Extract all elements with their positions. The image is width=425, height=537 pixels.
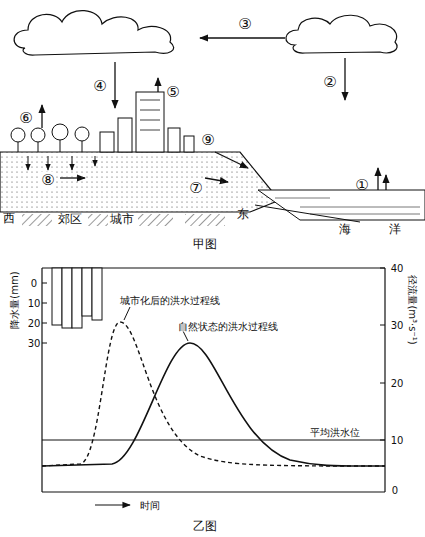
tick-label: 0 bbox=[31, 278, 37, 289]
tick bbox=[42, 343, 47, 344]
tick bbox=[380, 268, 385, 269]
time-arrow bbox=[95, 504, 130, 505]
window-line bbox=[140, 120, 160, 121]
callout-number: ① bbox=[355, 177, 368, 194]
natural-flood-curve bbox=[42, 343, 385, 466]
infiltration bbox=[72, 156, 73, 170]
arrow-2 bbox=[344, 58, 345, 100]
precip-bar bbox=[52, 268, 62, 325]
tick-label: 20 bbox=[391, 378, 404, 389]
building bbox=[118, 118, 132, 152]
tree-crown bbox=[52, 124, 68, 140]
bedrock-blocks bbox=[22, 214, 225, 226]
precip-bar bbox=[92, 268, 102, 320]
wave bbox=[310, 214, 420, 215]
left-axis bbox=[41, 268, 42, 492]
tick-label: 20 bbox=[28, 318, 41, 329]
cloud-left bbox=[14, 11, 174, 56]
tick-label: 10 bbox=[28, 298, 41, 309]
building bbox=[100, 132, 114, 152]
tick-label: 40 bbox=[391, 263, 404, 274]
callout-number: ⑨ bbox=[201, 132, 214, 149]
trees bbox=[11, 124, 89, 152]
callout-number: ② bbox=[323, 74, 336, 91]
callout-number: ⑧ bbox=[40, 172, 55, 189]
building bbox=[136, 92, 164, 152]
tick bbox=[380, 383, 385, 384]
place-label: 城市 bbox=[110, 213, 134, 226]
arrow-3 bbox=[200, 37, 285, 38]
sea bbox=[258, 190, 425, 220]
window-line bbox=[140, 130, 160, 131]
precip-bar bbox=[72, 268, 82, 328]
building bbox=[168, 128, 180, 152]
curve-label: 城市化后的洪水过程线 bbox=[119, 295, 221, 306]
urban-flood-curve bbox=[42, 322, 385, 466]
bedrock bbox=[88, 214, 108, 226]
bedrock bbox=[185, 214, 225, 226]
tick bbox=[42, 303, 47, 304]
precip-bar bbox=[82, 268, 92, 316]
infiltration bbox=[28, 156, 29, 170]
curve-label: 自然状态的洪水过程线 bbox=[177, 321, 279, 332]
buildings bbox=[100, 92, 194, 152]
axis-ticks bbox=[42, 268, 385, 440]
leader-line bbox=[183, 331, 188, 341]
bottom-axis bbox=[42, 491, 385, 492]
tick-label: 0 bbox=[392, 485, 398, 496]
tick-label: 30 bbox=[391, 320, 404, 331]
chart-axes bbox=[42, 268, 385, 492]
clouds bbox=[14, 11, 397, 56]
place-label: 洋 bbox=[389, 223, 401, 236]
chart-label: 时间 bbox=[140, 500, 160, 511]
place-label: 西 bbox=[3, 212, 15, 225]
arrow-4 bbox=[114, 62, 115, 108]
bedrock bbox=[22, 214, 52, 226]
place-label: 海 bbox=[339, 223, 351, 236]
callout-number: ⑥ bbox=[19, 110, 32, 127]
window-line bbox=[140, 110, 160, 111]
place-label: 东 bbox=[237, 208, 249, 221]
tree-crown bbox=[31, 128, 45, 142]
curve-label: 平均洪水位 bbox=[309, 427, 361, 438]
axis-title: 降水量(mm) bbox=[9, 271, 20, 328]
cloud-right bbox=[286, 15, 397, 53]
tick-label: 10 bbox=[391, 435, 404, 446]
callout-number: ⑦ bbox=[188, 180, 203, 197]
callout-number: ⑤ bbox=[166, 84, 179, 101]
chart-label: 乙图 bbox=[193, 520, 217, 533]
building-windows bbox=[140, 100, 160, 130]
callout-number: ④ bbox=[93, 78, 106, 95]
building bbox=[184, 136, 194, 152]
right-axis bbox=[384, 268, 385, 492]
infiltration-arrows bbox=[28, 156, 95, 170]
place-label: 郊区 bbox=[58, 213, 82, 226]
arrow-6 bbox=[41, 105, 42, 128]
fresh-salt-interface bbox=[255, 205, 360, 222]
window-line bbox=[140, 100, 160, 101]
tick bbox=[42, 323, 47, 324]
wave bbox=[300, 207, 420, 208]
tick bbox=[42, 283, 47, 284]
callout-number: ③ bbox=[238, 16, 251, 33]
tick bbox=[380, 325, 385, 326]
axis-title: 径流量(m³·s⁻¹) bbox=[407, 275, 418, 344]
tick-label: 30 bbox=[28, 338, 41, 349]
infiltration bbox=[95, 156, 96, 166]
precip-bar bbox=[62, 268, 72, 328]
wave bbox=[275, 198, 330, 199]
leader-line bbox=[124, 307, 130, 320]
bedrock bbox=[138, 214, 173, 226]
tree-trunk bbox=[82, 140, 83, 152]
precipitation-bars bbox=[52, 268, 102, 328]
tree-crown bbox=[75, 127, 89, 141]
infiltration bbox=[48, 156, 49, 170]
tree-crown bbox=[11, 128, 25, 142]
place-label: 甲图 bbox=[193, 238, 217, 251]
